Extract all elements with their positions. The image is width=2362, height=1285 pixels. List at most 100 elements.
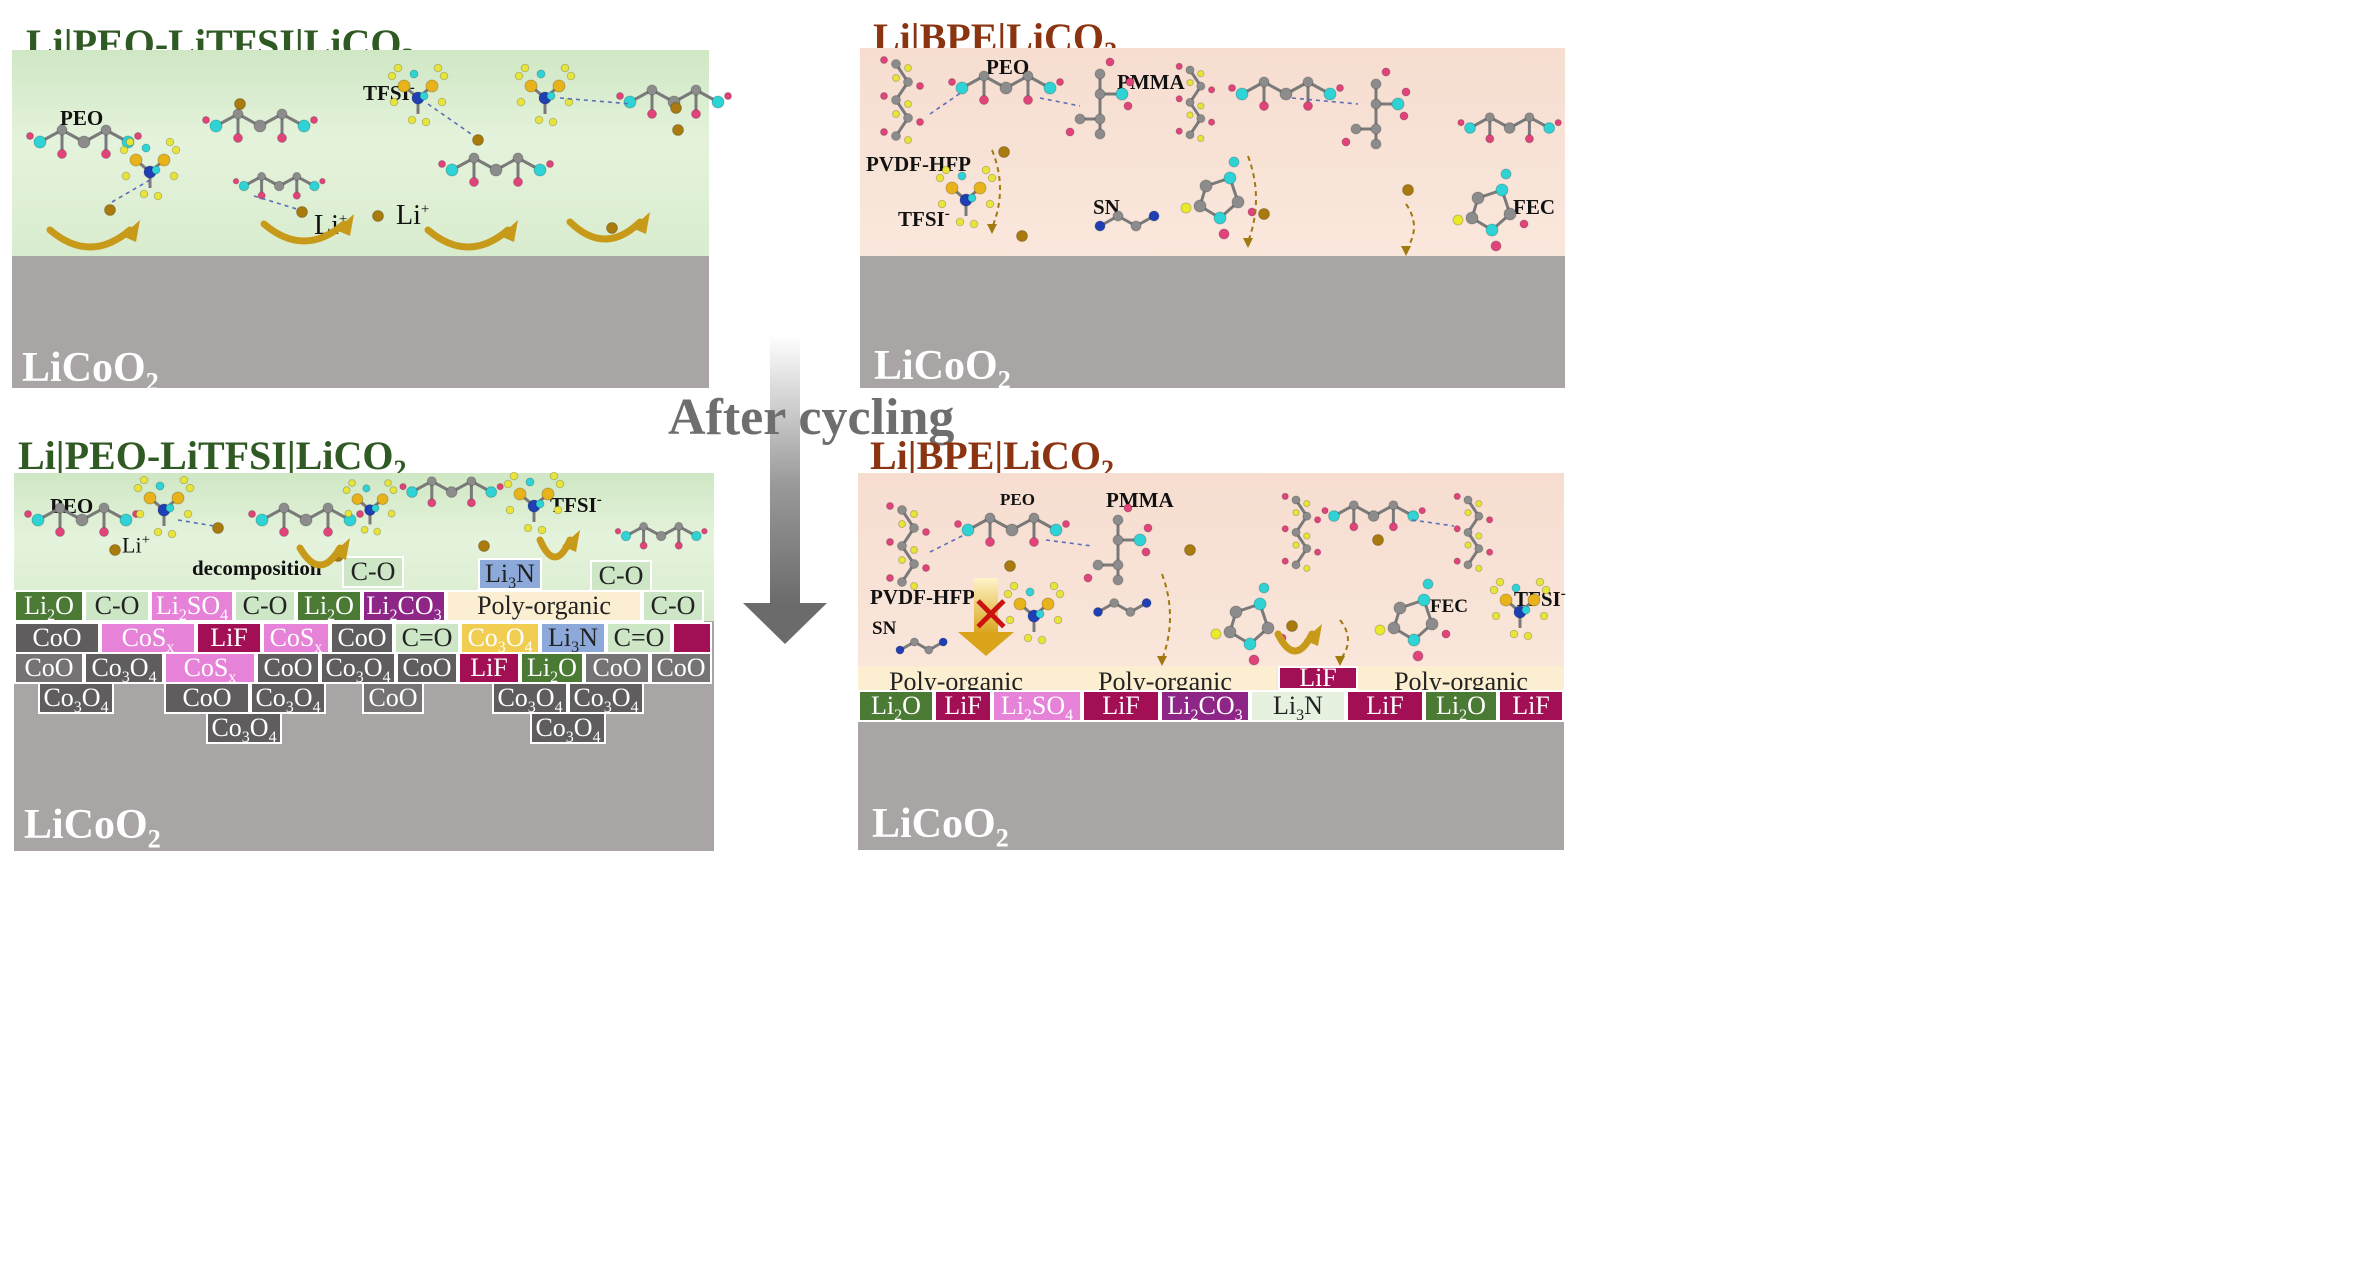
atom bbox=[1258, 582, 1270, 594]
atom bbox=[1253, 597, 1267, 611]
atom bbox=[1464, 508, 1472, 517]
atom bbox=[233, 133, 243, 143]
lithium-ion-label: Li+ bbox=[396, 200, 430, 231]
lithium-ion bbox=[670, 102, 682, 114]
atom bbox=[153, 527, 163, 537]
atom bbox=[1005, 523, 1019, 537]
atom bbox=[1175, 62, 1183, 71]
atom bbox=[1495, 183, 1509, 197]
atom bbox=[1094, 220, 1106, 232]
atom bbox=[1210, 628, 1222, 640]
electrolyte-region-top-left bbox=[12, 50, 709, 256]
atom bbox=[1207, 86, 1216, 94]
interphase-block-c-eq-o: C=O bbox=[394, 622, 460, 654]
atom bbox=[389, 486, 398, 495]
coordination-line bbox=[1039, 97, 1081, 107]
atom bbox=[1302, 511, 1312, 521]
atom bbox=[421, 117, 431, 127]
atom bbox=[33, 135, 47, 149]
atom bbox=[639, 541, 648, 550]
atom bbox=[1499, 593, 1513, 607]
atom bbox=[1259, 101, 1269, 111]
electrolyte-region-top-right bbox=[860, 48, 1565, 256]
decomposition-label: decomposition bbox=[192, 556, 322, 580]
atom bbox=[954, 520, 962, 528]
atom bbox=[425, 79, 439, 93]
atom bbox=[1112, 534, 1124, 546]
atom bbox=[26, 132, 34, 140]
atom bbox=[1043, 81, 1057, 95]
interphase-block-coo: CoO bbox=[650, 652, 712, 684]
atom bbox=[897, 505, 907, 515]
atom bbox=[1471, 191, 1485, 205]
interphase-block-coo: CoO bbox=[396, 652, 458, 684]
atom bbox=[171, 145, 181, 155]
atom bbox=[969, 219, 979, 229]
atom bbox=[691, 530, 702, 542]
atom bbox=[134, 132, 142, 140]
atom bbox=[1475, 564, 1483, 573]
interphase-block-cosx: CoSx bbox=[262, 622, 330, 654]
atom bbox=[999, 81, 1013, 95]
atom bbox=[55, 527, 65, 537]
atom bbox=[1509, 629, 1519, 639]
atom bbox=[1196, 114, 1206, 124]
atom bbox=[1229, 605, 1243, 619]
atom bbox=[292, 191, 301, 200]
atom bbox=[1094, 88, 1106, 100]
atom bbox=[292, 171, 302, 181]
atom bbox=[468, 152, 480, 164]
atom bbox=[1303, 101, 1313, 111]
atom bbox=[1123, 503, 1133, 513]
arrow-head bbox=[632, 212, 650, 234]
coordination-line bbox=[929, 533, 967, 553]
atom bbox=[1475, 499, 1483, 508]
interphase-block-li3n: Li3N bbox=[478, 558, 542, 590]
atom bbox=[1412, 650, 1424, 662]
atom bbox=[523, 523, 533, 533]
peo-label: PEO bbox=[986, 55, 1030, 79]
atom bbox=[620, 530, 632, 542]
atom bbox=[922, 564, 930, 572]
interphase-block-coo: CoO bbox=[584, 652, 650, 684]
atom bbox=[98, 502, 110, 514]
atom bbox=[978, 70, 990, 82]
atom bbox=[1175, 127, 1183, 135]
atom bbox=[1485, 516, 1494, 524]
atom bbox=[1105, 57, 1115, 67]
cathode-label: LiCoO2 bbox=[872, 801, 1009, 850]
interphase-block-c-o: C-O bbox=[642, 590, 704, 622]
atom bbox=[1074, 113, 1086, 125]
coordination-line bbox=[427, 103, 475, 137]
atom bbox=[438, 160, 446, 168]
atom bbox=[165, 503, 175, 513]
interphase-block-lif: LiF bbox=[1346, 690, 1424, 722]
atom bbox=[945, 181, 959, 195]
atom bbox=[1022, 70, 1034, 82]
atom bbox=[1175, 95, 1183, 103]
atom bbox=[1023, 95, 1033, 105]
atom bbox=[938, 637, 948, 647]
lithium-ion bbox=[296, 206, 308, 218]
interphase-block-lif: LiF bbox=[1082, 690, 1160, 722]
atom bbox=[1207, 118, 1216, 126]
lithium-ion bbox=[1016, 230, 1028, 242]
atom bbox=[513, 177, 523, 187]
atom bbox=[1464, 541, 1472, 549]
cathode-region-top-left: LiCoO2 bbox=[12, 256, 709, 388]
atom bbox=[1133, 533, 1147, 547]
arrow-head bbox=[987, 224, 997, 234]
atom bbox=[546, 91, 556, 101]
interphase-block-lif: LiF bbox=[1278, 666, 1358, 690]
arrow-head bbox=[122, 220, 140, 242]
atom bbox=[1349, 522, 1359, 532]
interphase-block-li2co3: Li2CO3 bbox=[362, 590, 446, 622]
atom bbox=[129, 153, 143, 167]
atom bbox=[323, 527, 333, 537]
atom bbox=[277, 133, 287, 143]
atom bbox=[1485, 548, 1494, 556]
atom bbox=[880, 92, 888, 100]
atom bbox=[1115, 87, 1129, 101]
atom bbox=[1196, 81, 1206, 91]
atom bbox=[406, 486, 418, 498]
